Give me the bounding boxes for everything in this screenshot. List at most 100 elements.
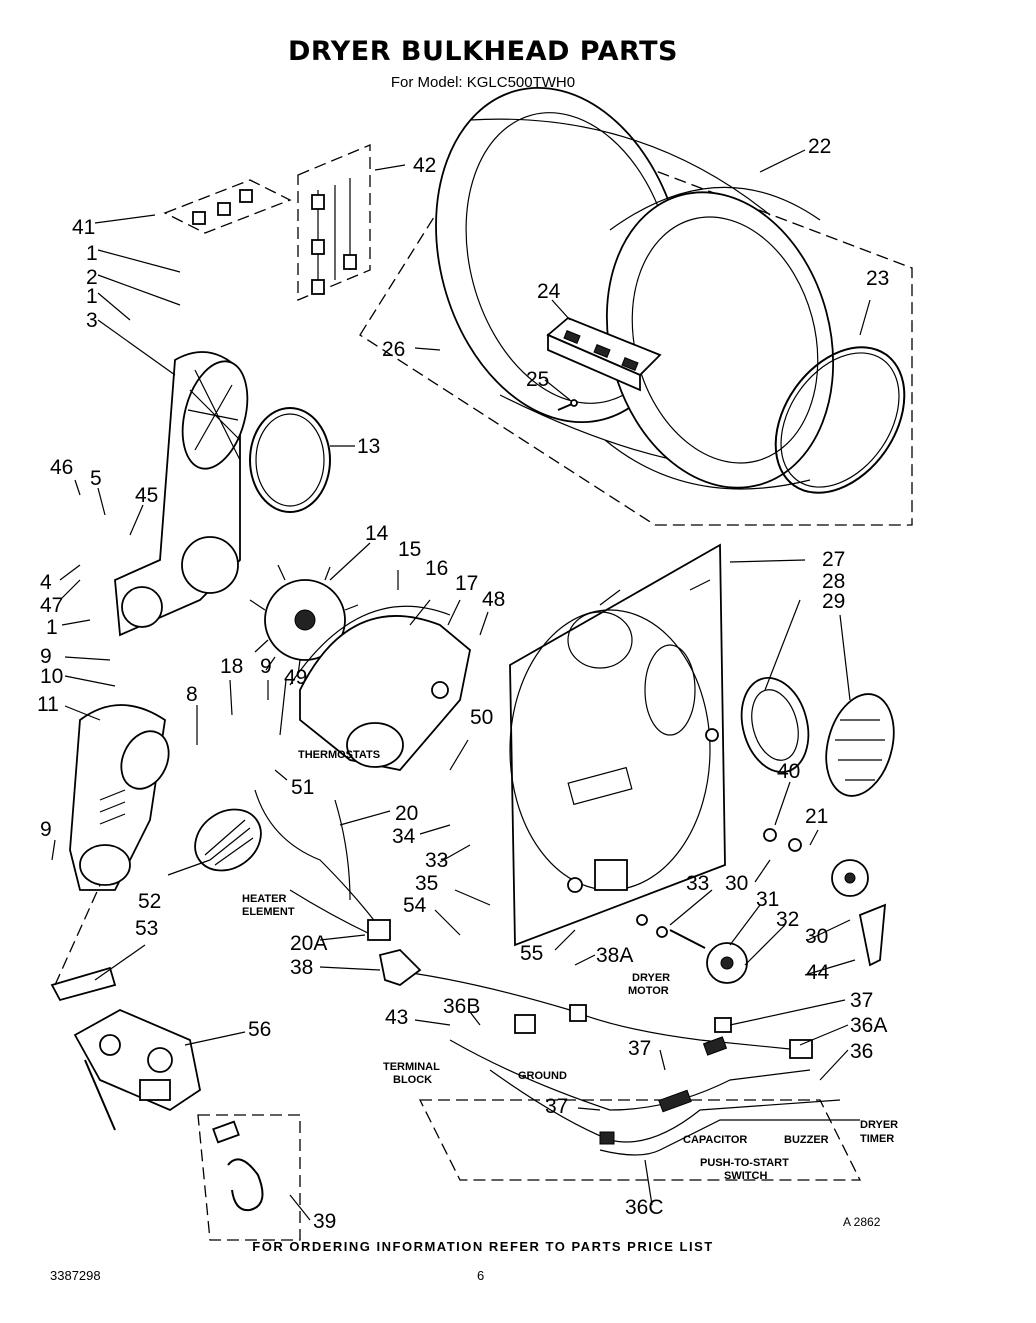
screw-25-icon <box>557 399 578 411</box>
document-number: 3387298 <box>50 1268 101 1283</box>
igniter-kit-39 <box>197 1114 301 1241</box>
callout-label: 3 <box>86 309 98 332</box>
callout-label: 2 <box>86 266 98 289</box>
callout-label: 11 <box>37 693 59 716</box>
callout-label: 24 <box>537 280 561 303</box>
callout-label: 41 <box>72 216 95 239</box>
callout-label: 38A <box>596 944 633 967</box>
rear-bulkhead-27 <box>509 543 726 947</box>
page-title: DRYER BULKHEAD PARTS <box>288 36 678 67</box>
capacitor-label: CAPACITOR <box>683 1134 747 1146</box>
rear-grille-29 <box>825 693 895 797</box>
callout-label: 9 <box>40 645 52 668</box>
callout-label: 21 <box>805 805 828 828</box>
callout-label: 4 <box>40 571 52 594</box>
callout-label: 9 <box>260 655 272 678</box>
terminal-block-label: BLOCK <box>393 1074 432 1086</box>
model-subtitle: For Model: KGLC500TWH0 <box>390 74 576 91</box>
callout-label: 56 <box>248 1018 271 1041</box>
callout-label: 22 <box>808 135 831 158</box>
drum-seal-23 <box>774 346 906 494</box>
callout-label: 48 <box>482 588 505 611</box>
callout-label: 42 <box>413 154 436 177</box>
callout-label: 46 <box>50 456 73 479</box>
callout-label: 15 <box>398 538 421 561</box>
push-to-start-label: SWITCH <box>724 1170 767 1182</box>
callout-label: 54 <box>403 894 427 917</box>
callout-label: 8 <box>186 683 198 706</box>
baffle-24 <box>546 316 662 392</box>
bracket-53 <box>50 884 117 1002</box>
callout-label: 13 <box>357 435 380 458</box>
lint-filter-52 <box>194 808 262 872</box>
ordering-note: FOR ORDERING INFORMATION REFER TO PARTS … <box>252 1239 714 1254</box>
callout-label: 1 <box>46 616 58 639</box>
gas-valve-56 <box>73 1008 202 1131</box>
dryer-motor-label: MOTOR <box>628 985 669 997</box>
callout-label: 37 <box>545 1095 568 1118</box>
callout-numbers: 41 1 2 1 3 42 22 23 24 25 26 13 46 5 45 … <box>37 135 889 1233</box>
heater-harness-20 <box>254 789 391 941</box>
idler-parts-30-32 <box>636 828 887 984</box>
callout-label: 36A <box>850 1014 887 1037</box>
callout-label: 44 <box>806 961 830 984</box>
callout-label: 17 <box>455 572 478 595</box>
callout-label: 35 <box>415 872 438 895</box>
blower-wheel-14 <box>249 564 359 676</box>
callout-label: 14 <box>365 522 389 545</box>
rear-duct-28 <box>740 677 810 773</box>
callout-label: 33 <box>686 872 709 895</box>
callout-label: 40 <box>777 760 800 783</box>
callout-label: 30 <box>725 872 748 895</box>
callout-label: 36C <box>625 1196 664 1219</box>
callout-label: 18 <box>220 655 243 678</box>
callout-label: 26 <box>382 338 405 361</box>
callout-label: 23 <box>866 267 889 290</box>
wiring-kit-42 <box>297 144 371 301</box>
callout-label: 55 <box>520 942 543 965</box>
terminal-kit-41 <box>163 179 292 234</box>
callout-label: 49 <box>284 666 307 689</box>
dryer-motor-label: DRYER <box>632 972 670 984</box>
page-number: 6 <box>477 1268 485 1283</box>
blower-housing-16-17 <box>289 605 471 771</box>
callout-label: 5 <box>90 467 102 490</box>
callout-label: 52 <box>138 890 161 913</box>
callout-label: 27 <box>822 548 845 571</box>
terminal-block-label: TERMINAL <box>383 1061 440 1073</box>
art-code: A 2862 <box>843 1215 881 1229</box>
dryer-timer-label: TIMER <box>860 1133 894 1145</box>
callout-label: 30 <box>805 925 828 948</box>
callout-label: 28 <box>822 570 845 593</box>
callout-label: 39 <box>313 1210 336 1233</box>
callout-label: 33 <box>425 849 448 872</box>
main-wiring-harness-36 <box>378 949 862 1181</box>
heater-element-label: ELEMENT <box>242 906 295 918</box>
buzzer-label: BUZZER <box>784 1134 829 1146</box>
callout-label: 37 <box>628 1037 651 1060</box>
ground-label: GROUND <box>518 1070 567 1082</box>
lint-duct-panel-3 <box>114 351 249 637</box>
callout-label: 10 <box>40 665 63 688</box>
callout-label: 43 <box>385 1006 408 1029</box>
callout-label: 50 <box>470 706 493 729</box>
callout-label: 1 <box>86 242 98 265</box>
leader-lines <box>51 149 871 1221</box>
callout-label: 32 <box>776 908 799 931</box>
callout-label: 20A <box>290 932 327 955</box>
callout-label: 20 <box>395 802 418 825</box>
drum-assembly <box>359 86 913 526</box>
thermostats-label: THERMOSTATS <box>298 749 380 761</box>
push-to-start-label: PUSH-TO-START <box>700 1157 789 1169</box>
callout-label: 34 <box>392 825 416 848</box>
gasket-13 <box>249 407 331 513</box>
callout-label: 53 <box>135 917 158 940</box>
callout-label: 16 <box>425 557 448 580</box>
callout-label: 9 <box>40 818 52 841</box>
callout-label: 47 <box>40 594 63 617</box>
callout-label: 51 <box>291 776 314 799</box>
component-labels: THERMOSTATS HEATER ELEMENT DRYER MOTOR T… <box>242 749 898 1182</box>
callout-label: 31 <box>756 888 779 911</box>
heater-element-label: HEATER <box>242 893 286 905</box>
callout-label: 37 <box>850 989 873 1012</box>
